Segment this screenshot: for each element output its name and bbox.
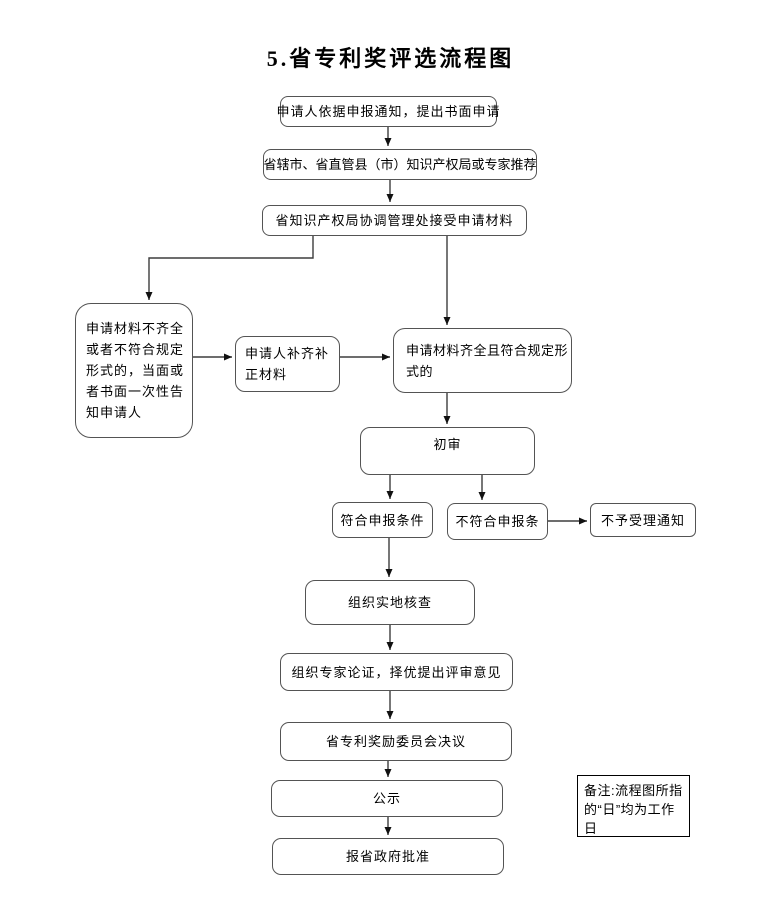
flow-node-recommend: 省辖市、省直管县（市）知识产权局或专家推荐: [263, 149, 537, 180]
arrow-accept-to-incomplete: [145, 236, 314, 300]
flow-node-supplement-materials: 申请人补齐补 正材料: [235, 336, 340, 392]
page-title: 5.省专利奖评选流程图: [266, 46, 515, 71]
flow-node-rejection-notice: 不予受理通知: [590, 503, 696, 537]
flow-node-expert-review: 组织专家论证，择优提出评审意见: [280, 653, 513, 691]
note-box: 备注:流程图所指 的“日”均为工作 日: [577, 775, 690, 837]
flow-node-qualified: 符合申报条件: [332, 502, 433, 538]
flow-node-government-approval: 报省政府批准: [272, 838, 504, 875]
flow-node-apply: 申请人依据申报通知，提出书面申请: [277, 96, 500, 127]
flow-node-preliminary-review: 初审: [360, 427, 535, 475]
flow-node-accept: 省知识产权局协调管理处接受申请材料: [262, 205, 527, 236]
flow-node-site-check: 组织实地核查: [305, 580, 475, 625]
flow-node-complete-materials: 申请材料齐全且符合规定形 式的: [393, 328, 572, 393]
flow-node-incomplete-materials: 申请材料不齐全 或者不符合规定 形式的，当面或 者书面一次性告 知申请人: [75, 303, 193, 438]
flow-node-publicity: 公示: [271, 780, 503, 817]
flow-node-unqualified: 不符合申报条: [447, 503, 548, 540]
flow-node-award-committee: 省专利奖励委员会决议: [280, 722, 512, 761]
